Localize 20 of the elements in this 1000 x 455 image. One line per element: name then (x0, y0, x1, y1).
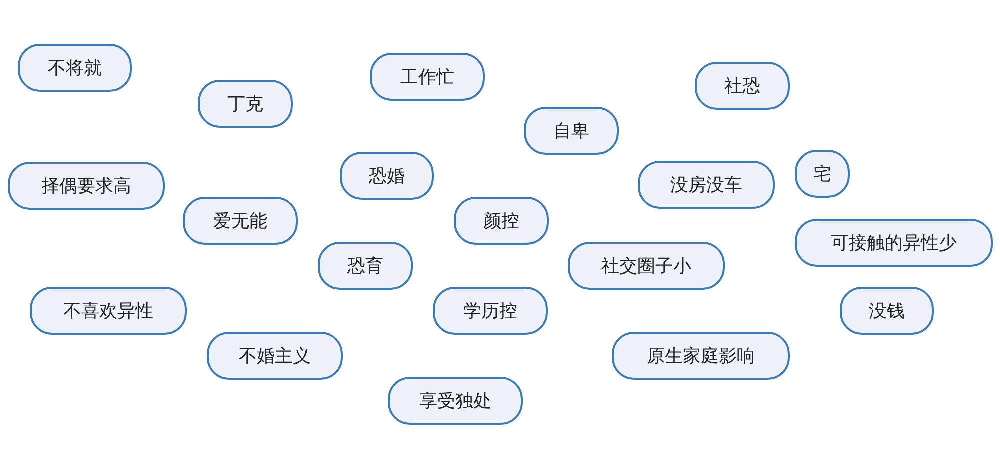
rounded-box: 社恐 (695, 62, 790, 110)
rounded-box: 恐婚 (340, 152, 434, 200)
rounded-box: 不将就 (18, 44, 132, 92)
rounded-box: 自卑 (524, 107, 619, 155)
rounded-box: 学历控 (433, 287, 548, 335)
rounded-box: 社交圈子小 (568, 242, 725, 290)
rounded-box: 享受独处 (388, 377, 523, 425)
rounded-box: 爱无能 (183, 197, 298, 245)
rounded-box: 择偶要求高 (8, 162, 165, 210)
rounded-box: 原生家庭影响 (612, 332, 790, 380)
rounded-box: 没房没车 (638, 161, 775, 209)
rounded-box: 恐育 (318, 242, 413, 290)
rounded-box: 颜控 (454, 197, 549, 245)
rounded-box: 不婚主义 (207, 332, 343, 380)
rounded-box: 丁克 (198, 80, 293, 128)
rounded-box: 可接触的异性少 (795, 219, 993, 267)
rounded-box: 不喜欢异性 (30, 287, 187, 335)
rounded-box: 工作忙 (370, 53, 485, 101)
rounded-box: 没钱 (840, 287, 934, 335)
rounded-box: 宅 (795, 150, 850, 198)
